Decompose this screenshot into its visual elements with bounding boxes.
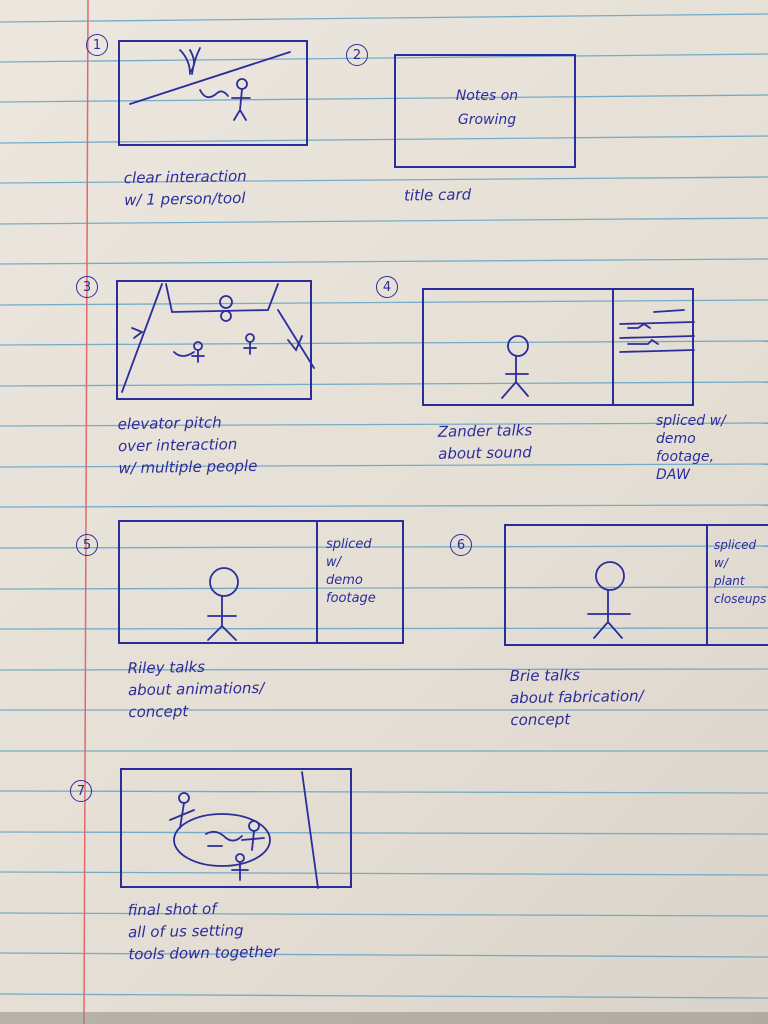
panel-5-caption: Riley talks about animations/ concept bbox=[127, 657, 265, 722]
panel-2-frame: Notes on Growing bbox=[394, 54, 576, 168]
panel-7-number: 7 bbox=[70, 780, 92, 802]
panel-4-frame bbox=[422, 288, 696, 406]
panel-3-number: 3 bbox=[76, 276, 98, 298]
panel-5-number: 5 bbox=[76, 534, 98, 556]
panel-4-number: 4 bbox=[376, 276, 398, 298]
panel-3-caption: elevator pitch over interaction w/ multi… bbox=[117, 413, 258, 478]
panel-6-inset-text: spliced w/ plant closeups bbox=[714, 538, 767, 606]
zander-figure-sketch bbox=[501, 335, 529, 399]
daw-inset bbox=[612, 288, 696, 406]
daw-sketch bbox=[619, 309, 695, 353]
panel-3-frame bbox=[116, 280, 315, 400]
panel-6-frame: spliced w/ plant closeups bbox=[504, 524, 768, 646]
panel-6-number: 6 bbox=[450, 534, 472, 556]
panel-6-inset: spliced w/ plant closeups bbox=[706, 524, 768, 646]
title-card-text: Notes on Growing bbox=[455, 88, 519, 128]
panel-7-caption: final shot of all of us setting tools do… bbox=[127, 899, 280, 964]
brie-figure-sketch bbox=[587, 561, 631, 639]
panel-2-number: 2 bbox=[346, 44, 368, 66]
panel-5-frame: spliced w/ demo footage bbox=[118, 520, 404, 644]
panel-1-frame bbox=[118, 40, 308, 146]
person-tool-sketch bbox=[129, 47, 291, 121]
panel-1-caption: clear interaction w/ 1 person/tool bbox=[123, 166, 247, 210]
riley-figure-sketch bbox=[207, 567, 239, 641]
panel-6-caption: Brie talks about fabrication/ concept bbox=[509, 665, 644, 730]
margin-line bbox=[83, 0, 89, 1024]
panel-2-caption: title card bbox=[403, 185, 472, 205]
panel-5-inset: spliced w/ demo footage bbox=[316, 520, 406, 644]
group-tools-sketch bbox=[169, 771, 319, 889]
panel-1-number: 1 bbox=[86, 34, 108, 56]
panel-4-side-note: spliced w/ demo footage, DAW bbox=[656, 413, 726, 483]
group-interaction-sketch bbox=[121, 283, 315, 393]
panel-4-caption: Zander talks about sound bbox=[437, 421, 533, 463]
panel-7-frame bbox=[120, 768, 352, 889]
panel-5-inset-text: spliced w/ demo footage bbox=[326, 537, 376, 606]
